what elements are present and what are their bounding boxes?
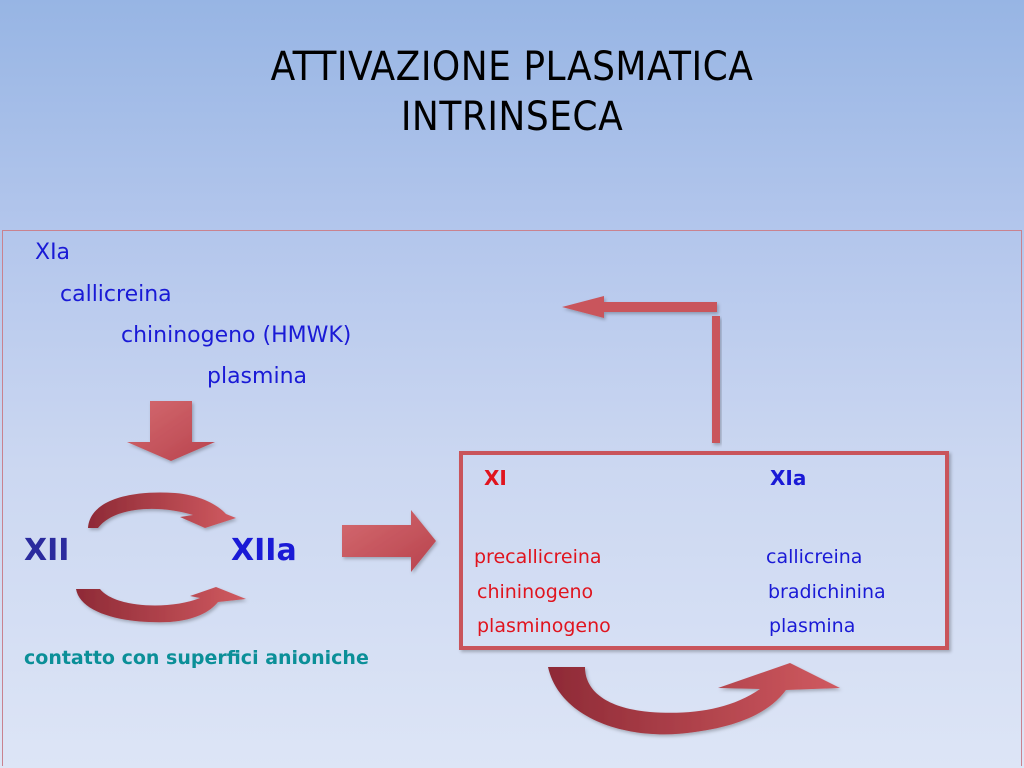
cycle-bottom-arrow: [76, 587, 246, 623]
right-block-arrow: [342, 510, 436, 572]
label-xiia: XIIa: [231, 533, 297, 568]
activator-chininogeno: chininogeno (HMWK): [121, 323, 352, 348]
substrate-chininogeno: chininogeno: [477, 581, 594, 603]
title-line-2: INTRINSECA: [400, 94, 624, 140]
slide-title: ATTIVAZIONE PLASMATICA INTRINSECA: [0, 42, 1024, 142]
substrate-plasminogeno: plasminogeno: [477, 615, 611, 637]
caption-anionic-surfaces: contatto con superfici anioniche: [24, 647, 369, 669]
substrate-precallicreina: precallicreina: [474, 546, 602, 568]
activator-callicreina: callicreina: [60, 282, 172, 307]
bottom-return-arrow: [548, 663, 840, 735]
down-arrow: [127, 401, 215, 461]
product-bradichinina: bradichinina: [768, 581, 886, 603]
feedback-left-arrow: [562, 296, 717, 318]
label-xii: XII: [24, 533, 70, 568]
feedback-vertical-line: [712, 316, 720, 443]
product-callicreina: callicreina: [766, 546, 863, 568]
box-header-xi: XI: [484, 466, 507, 490]
cycle-top-arrow: [88, 492, 236, 528]
content-panel: [2, 230, 1022, 766]
box-header-xia: XIa: [770, 466, 807, 490]
activator-plasmina: plasmina: [207, 364, 307, 389]
activator-xia: XIa: [35, 240, 71, 265]
reaction-box: [459, 451, 949, 650]
title-line-1: ATTIVAZIONE PLASMATICA: [270, 44, 754, 90]
product-plasmina: plasmina: [769, 615, 856, 637]
